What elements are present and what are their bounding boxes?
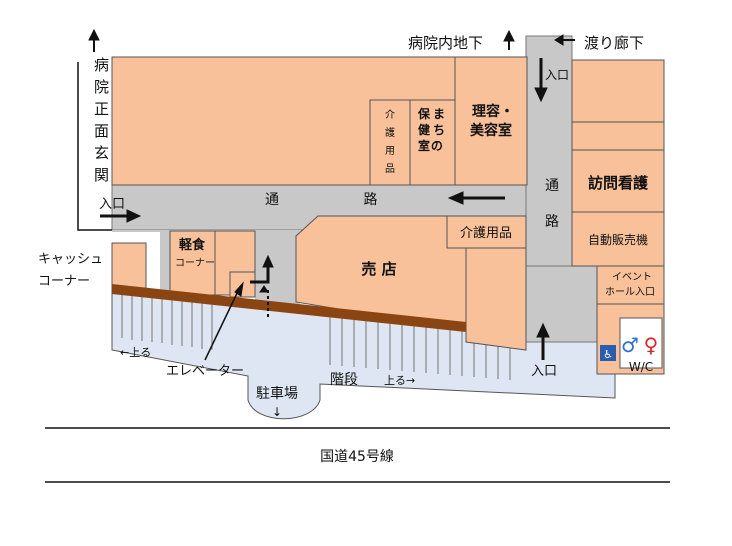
label-entrance-left: 入口 <box>99 197 125 212</box>
room-right-strip <box>571 121 665 151</box>
label-wc: W/C <box>629 360 653 374</box>
room-visiting-nurse <box>571 149 665 213</box>
room-shop-right <box>465 247 527 351</box>
label-entrance-top: 入口 <box>545 68 569 82</box>
label-corridor: 通 路 <box>265 192 417 208</box>
room-cashier <box>111 242 147 289</box>
label-nursing-supplies: 介護用品 <box>460 225 512 241</box>
label-elevator: エレベーター <box>166 364 244 379</box>
wheelchair-icon: ♿ <box>603 348 613 361</box>
label-cashier-corner: キャッシュコーナー <box>38 252 103 289</box>
room-nursing-supplies-small <box>369 99 411 186</box>
entrance-bracket <box>77 62 112 231</box>
label-light-meal: 軽食 <box>179 237 206 253</box>
label-stairs: 階段 <box>330 372 358 388</box>
label-route: 国道45号線 <box>320 449 394 465</box>
label-health-room: まちの 保健室 <box>417 106 447 153</box>
label-up-left: ←上る <box>120 346 151 359</box>
outdoor-area <box>111 287 616 420</box>
arrows <box>88 28 575 361</box>
room-event-hall <box>596 265 665 305</box>
label-entrance-bottom: 入口 <box>531 364 557 379</box>
room-light-meal <box>169 230 216 296</box>
wc-inner <box>619 317 663 369</box>
room-health <box>409 99 456 186</box>
label-vending: 自動販売機 <box>588 232 648 247</box>
label-corridor-vertical: 通路 <box>545 178 559 230</box>
room-nursing-supplies <box>446 215 527 249</box>
male-toilet-icon: ♂ <box>621 333 639 357</box>
label-barber: 理容・美容室 <box>470 103 514 139</box>
parking-down-arrow: ↓ <box>272 405 282 419</box>
label-shop: 売 店 <box>361 260 396 278</box>
stairs-left <box>121 292 213 350</box>
room-right-top <box>571 59 665 123</box>
label-nursing-supplies-small: 介護用品 <box>385 109 395 175</box>
label-parking: 駐車場 <box>256 385 298 402</box>
accessible-toilet-icon <box>600 345 616 361</box>
room-barber <box>454 56 528 186</box>
room-vending <box>571 211 665 267</box>
label-event-hall: イベントホール入口 <box>605 271 655 298</box>
label-hospital-main-entrance: 病院正面玄関 <box>94 56 109 184</box>
label-corridor-link: 渡り廊下 <box>584 34 644 52</box>
label-up-right: 上る→ <box>384 374 415 387</box>
label-light-meal-corner: コーナー <box>175 257 215 269</box>
front-wall <box>112 284 466 332</box>
label-visiting-nurse: 訪問看護 <box>588 174 649 192</box>
female-toilet-icon: ♀ <box>644 333 659 357</box>
label-hospital-basement: 病院内地下 <box>408 34 483 52</box>
